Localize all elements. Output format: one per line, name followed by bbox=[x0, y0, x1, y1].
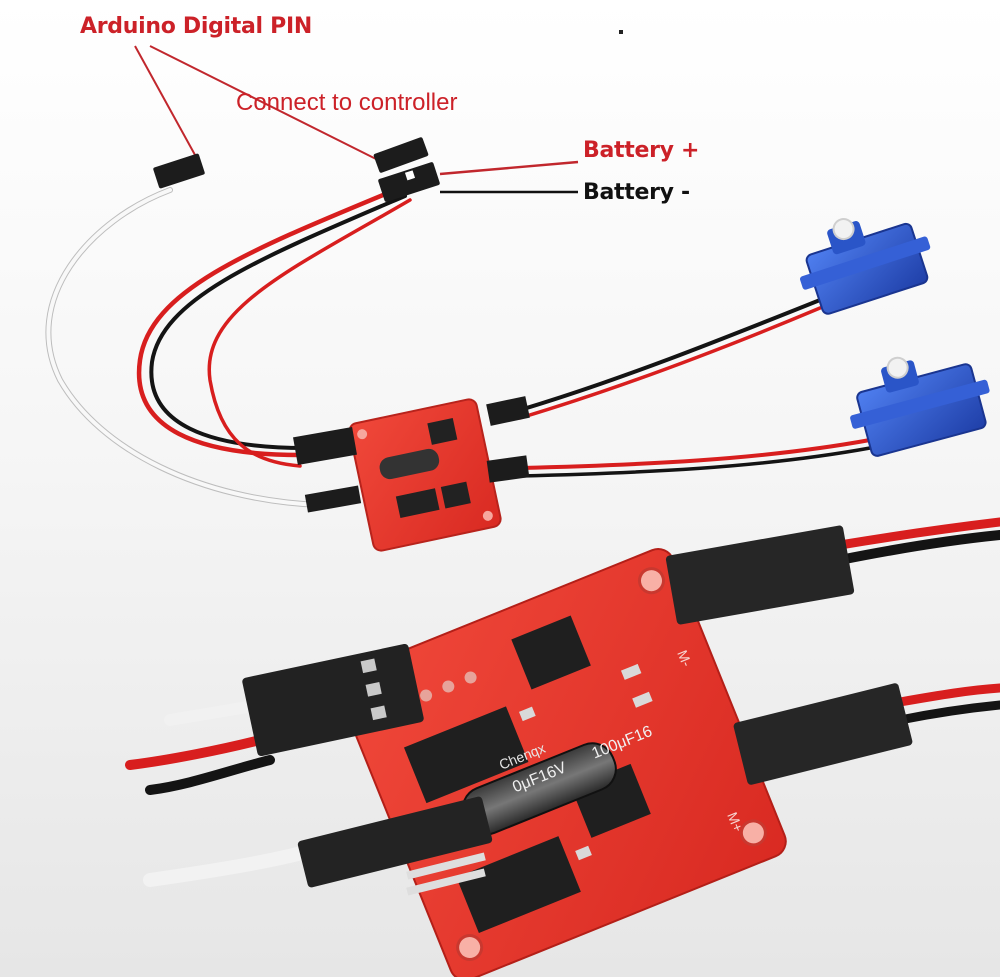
motor-minus-silkscreen: M- bbox=[674, 648, 695, 669]
arduino-digital-pin-label: Arduino Digital PIN bbox=[80, 14, 312, 39]
upper-wires bbox=[45, 187, 872, 508]
stray-dot bbox=[619, 30, 623, 34]
connect-to-controller-label: Connect to controller bbox=[236, 89, 458, 116]
servo-motor-icon bbox=[800, 218, 990, 457]
battery-minus-label: Battery - bbox=[583, 180, 690, 205]
label-leader-lines bbox=[134, 45, 579, 194]
battery-plus-label: Battery + bbox=[583, 138, 700, 163]
motor-plus-silkscreen: M+ bbox=[724, 810, 746, 834]
closeup-board: Chenqx 0μF16V 100μF16 M- M+ bbox=[336, 548, 787, 977]
dupont-connector-icon bbox=[153, 137, 440, 202]
motor-driver-board-icon bbox=[293, 396, 530, 552]
closeup-connectors bbox=[242, 525, 913, 896]
